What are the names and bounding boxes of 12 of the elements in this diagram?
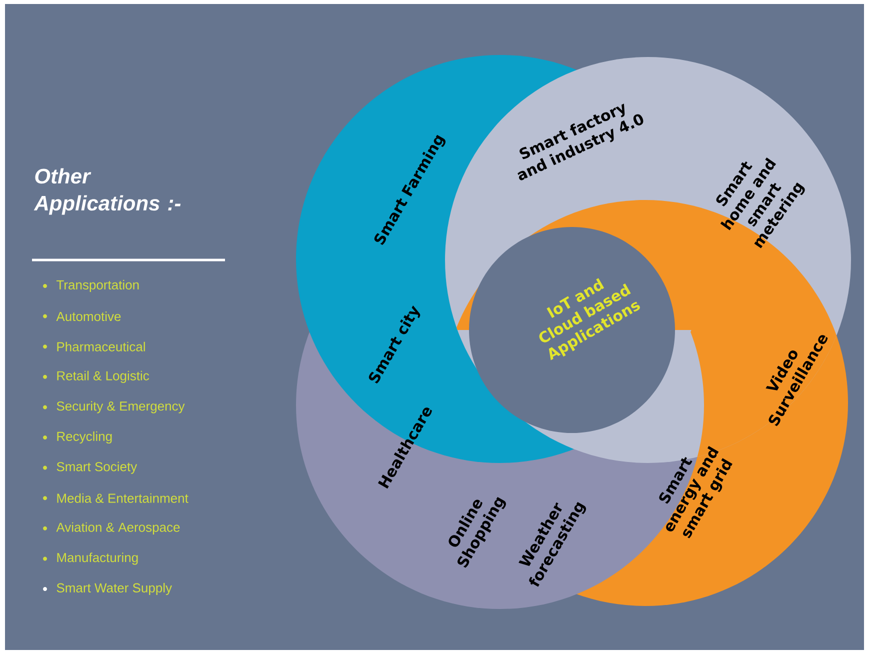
title: Other Applications :- [34,168,181,215]
list-item: Manufacturing [57,552,138,565]
list-item: Smart Water Supply [56,582,172,596]
list-item: Recycling [57,431,112,444]
list-item: Retail & Logistic [57,370,150,383]
list-item: Smart Society [56,462,138,474]
list-item: Pharmaceutical [57,342,145,352]
list-item: Aviation & Aerospace [56,522,180,534]
list-item: Automotive [56,312,121,322]
list-item: Media & Entertainment [57,493,188,503]
list-item: Security & Emergency [56,401,185,414]
list-item: Transportation [56,280,139,292]
